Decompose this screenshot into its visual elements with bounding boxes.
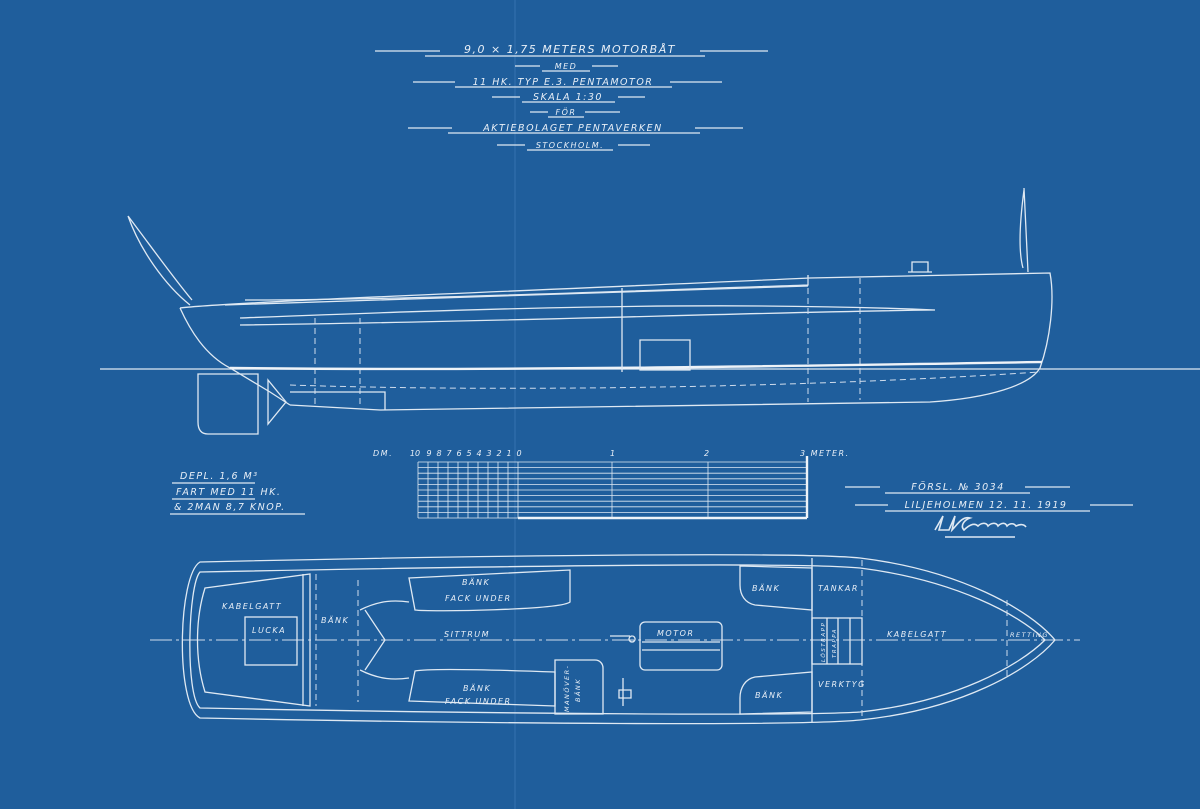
title-block: 9,0 × 1,75 METERS MOTORBÅT MED 11 HK. TY… <box>375 43 768 151</box>
label-trappa: TRAPPA <box>832 628 838 658</box>
title-line-4: SKALA 1:30 <box>533 92 603 103</box>
label-sittrum: SITTRUM <box>444 630 490 639</box>
scale-label-dm: 6 <box>456 449 461 458</box>
label-lucka: LUCKA <box>252 626 286 635</box>
label-lostrapp: LÖSTRAPP <box>820 622 827 662</box>
label-bank-top: BÄNK <box>462 577 490 587</box>
label-manover-bank: BÄNK <box>573 678 582 702</box>
title-line-2: MED <box>555 62 578 71</box>
label-bank-aft: BÄNK <box>321 615 349 625</box>
signature <box>934 515 1027 538</box>
label-motor: MOTOR <box>657 629 694 638</box>
label-kabelgatt-fwd: KABELGATT <box>887 630 947 639</box>
label-bank-fwd-top: BÄNK <box>752 583 780 593</box>
proposal-block: FÖRSL. № 3034 LILJEHOLMEN 12. 11. 1919 <box>845 482 1133 538</box>
scale-label-dm: 9 <box>426 449 431 458</box>
specifications: DEPL. 1,6 M³ FART MED 11 HK. & 2MAN 8,7 … <box>170 471 305 515</box>
scale-label-3m: 3 METER. <box>800 449 850 458</box>
title-line-5: FÖR <box>556 107 577 117</box>
tiller-icon <box>610 635 636 643</box>
speed-text-2: & 2MAN 8,7 KNOP. <box>174 502 286 513</box>
scale-unit-dm: DM. <box>373 449 393 458</box>
scale-label-dm: 5 <box>466 449 471 458</box>
propeller <box>267 378 287 426</box>
scale-label-dm: 10 <box>410 449 420 458</box>
scale-label-dm: 0 <box>516 449 521 458</box>
label-bank-fwd-bottom: BÄNK <box>755 690 783 700</box>
proposal-number: FÖRSL. № 3034 <box>911 482 1004 493</box>
label-fack-top: FACK UNDER <box>445 594 512 603</box>
side-profile-view <box>100 187 1200 435</box>
hull-outline <box>181 554 1056 725</box>
plan-view: KABELGATT LUCKA BÄNK BÄNK FACK UNDER SIT… <box>150 554 1080 725</box>
title-line-3: 11 HK. TYP E.3. PENTAMOTOR <box>473 77 654 88</box>
place-date: LILJEHOLMEN 12. 11. 1919 <box>905 500 1068 511</box>
label-verktyg: VERKTYG <box>818 680 866 689</box>
rudder <box>197 373 259 435</box>
label-tankar: TANKAR <box>818 584 859 593</box>
scale-label-dm: 7 <box>446 449 452 458</box>
scale-label-2m: 2 <box>704 449 711 458</box>
title-line-1: 9,0 × 1,75 METERS MOTORBÅT <box>464 43 676 56</box>
label-manover: MANÖVER- <box>562 665 571 712</box>
label-kabelgatt-aft: KABELGATT <box>222 602 282 611</box>
scale-label-dm: 4 <box>476 449 481 458</box>
title-line-7: STOCKHOLM. <box>536 141 604 150</box>
title-line-6: AKTIEBOLAGET PENTAVERKEN <box>482 123 663 134</box>
scale-label-dm: 1 <box>506 449 511 458</box>
speed-text-1: FART MED 11 HK. <box>176 487 281 498</box>
displacement-text: DEPL. 1,6 M³ <box>180 471 259 482</box>
scale-label-dm: 8 <box>436 449 441 458</box>
stern-flagstaff <box>127 215 193 306</box>
scale-label-dm: 3 <box>486 449 491 458</box>
scale-label-1m: 1 <box>610 449 617 458</box>
label-retting: RETTING <box>1010 631 1049 639</box>
throttle-icon <box>618 678 632 706</box>
scale-label-dm: 2 <box>496 449 501 458</box>
label-bank-bottom: BÄNK <box>463 683 491 693</box>
bow-flagstaff <box>1019 187 1029 273</box>
label-fack-bottom: FACK UNDER <box>445 697 512 706</box>
